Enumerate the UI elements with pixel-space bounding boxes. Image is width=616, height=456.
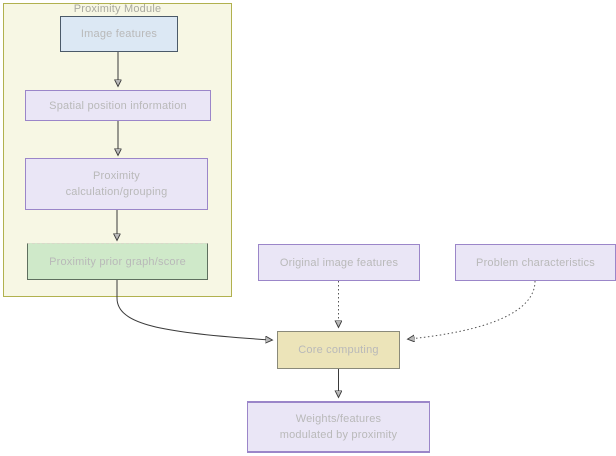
node-image-features-label: Image features — [80, 28, 158, 40]
node-proximity-prior-graph-score: Proximity prior graph/score — [27, 243, 208, 280]
node-original-image-features: Original image features — [258, 244, 420, 281]
edge-problemchars-to-core — [409, 280, 536, 339]
node-weights-features-modulated: Weights/features modulated by proximity — [247, 401, 430, 453]
node-problem-characteristics: Problem characteristics — [455, 244, 616, 281]
node-spatial-position-information: Spatial position information — [25, 90, 211, 121]
node-image-features: Image features — [60, 16, 178, 52]
node-proximity-calculation-grouping: Proximity calculation/grouping — [25, 158, 208, 210]
node-prox-calc-label: Proximity calculation/grouping — [65, 170, 168, 198]
node-original-features-label: Original image features — [279, 256, 399, 269]
node-spatial-label: Spatial position information — [49, 99, 187, 112]
node-weights-label: Weights/features modulated by proximity — [279, 413, 398, 441]
node-problem-chars-label: Problem characteristics — [476, 256, 595, 269]
node-prox-prior-label: Proximity prior graph/score — [49, 255, 186, 268]
node-core-computing: Core computing — [277, 331, 400, 369]
node-core-label: Core computing — [298, 344, 379, 356]
proximity-module-title: Proximity Module — [73, 3, 162, 15]
